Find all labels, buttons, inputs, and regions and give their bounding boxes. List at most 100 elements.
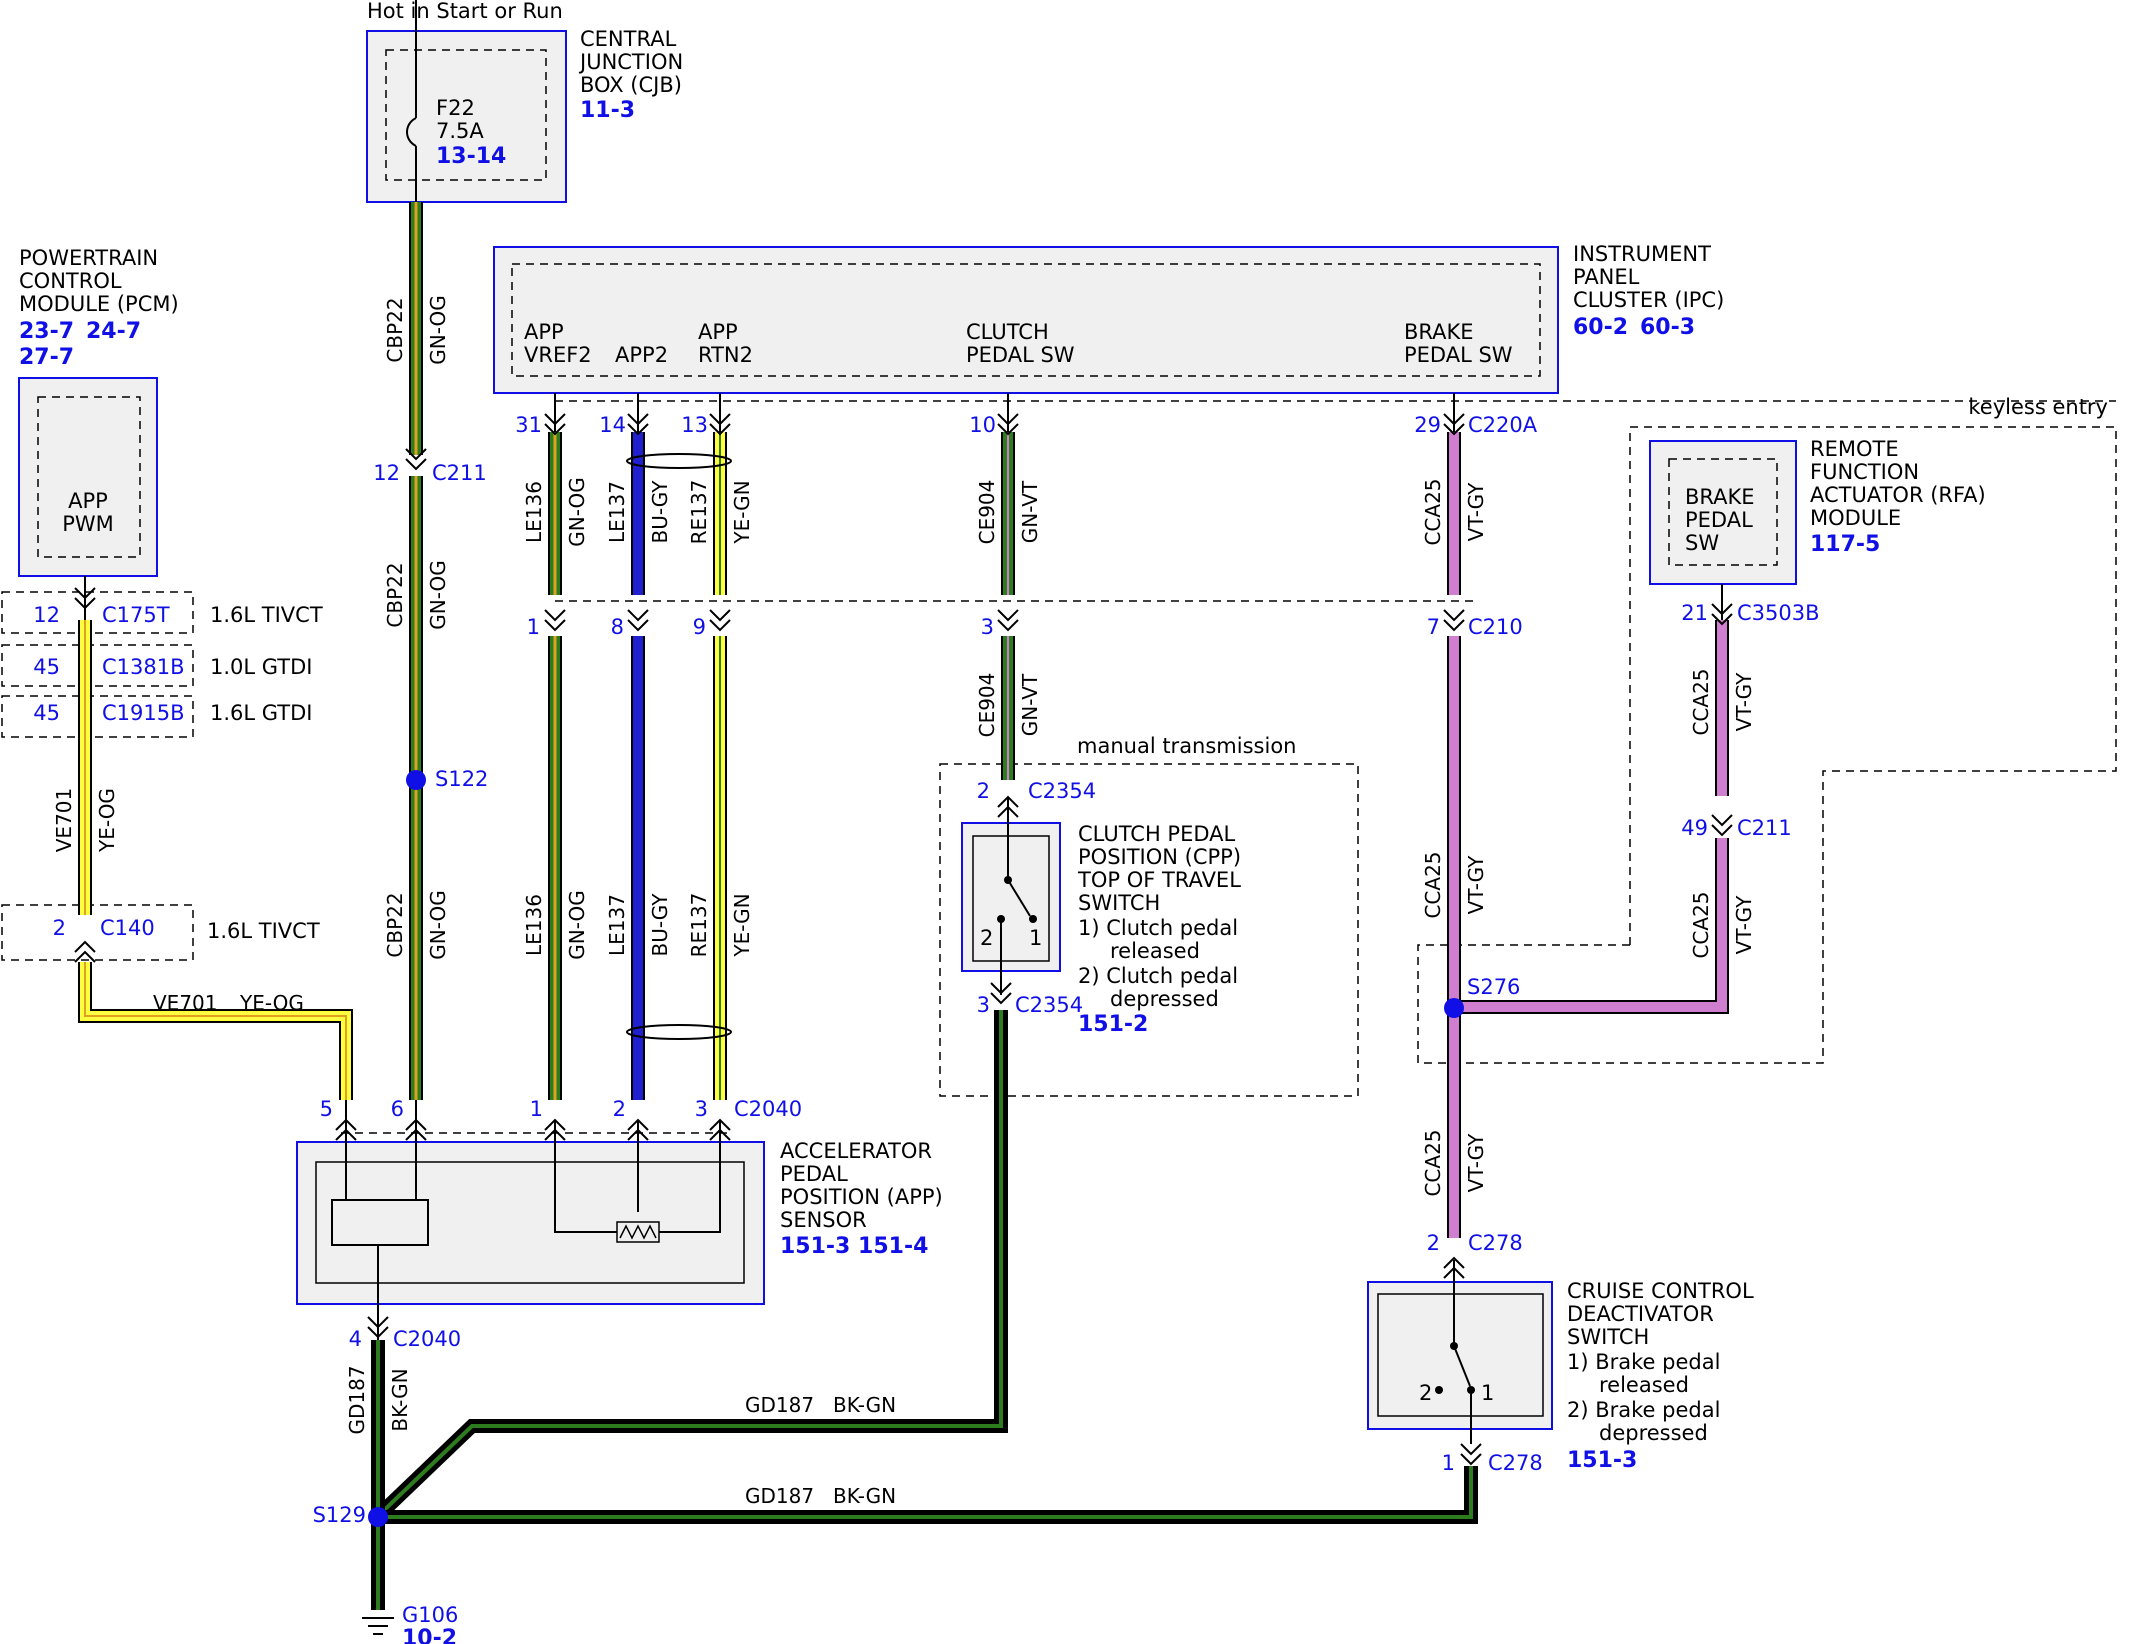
pcm-name-line-1: POWERTRAIN <box>19 246 158 270</box>
ground-name: G106 <box>402 1603 458 1627</box>
connector-c1381b: C1381B <box>102 655 185 679</box>
cpp-state-1: 1) Clutch pedal <box>1078 916 1238 940</box>
wire-gd187-color-v: BK-GN <box>388 1368 412 1431</box>
app-name-line-2: PEDAL <box>780 1162 848 1186</box>
app-ref[interactable]: 151-3 151-4 <box>780 1234 928 1259</box>
splice-s129-dot <box>368 1507 388 1527</box>
cpp-state-2-detail: depressed <box>1110 987 1219 1011</box>
wire-cca25-color-2: VT-GY <box>1464 855 1488 915</box>
pin-3-c2354: 3 <box>977 993 990 1017</box>
wire-cca25-color-3: VT-GY <box>1464 1133 1488 1193</box>
cjb-name-line-3: BOX (CJB) <box>580 73 682 97</box>
wire-cbp22-label-2: CBP22 <box>383 562 407 627</box>
rfa-name-line-3: ACTUATOR (RFA) <box>1810 483 1986 507</box>
variant-c1915b: 1.6L GTDI <box>210 701 313 725</box>
pcm-ref-3[interactable]: 27-7 <box>19 345 74 370</box>
pcm-ref-2[interactable]: 24-7 <box>86 319 141 344</box>
wire-cbp22-label-1: CBP22 <box>383 297 407 362</box>
fuse-icon <box>406 117 417 147</box>
pin-1-c278: 1 <box>1442 1451 1455 1475</box>
wire-ce904-label-2: CE904 <box>975 673 999 738</box>
wire-cbp22-color-2: GN-OG <box>426 560 450 629</box>
app-sensor-module <box>296 1120 765 1305</box>
cjb-name-line-1: CENTRAL <box>580 27 677 51</box>
variant-c175t: 1.6L TIVCT <box>210 603 323 627</box>
rfa-signal-line-3: SW <box>1685 531 1719 555</box>
cpp-name-line-1: CLUTCH PEDAL <box>1078 822 1236 846</box>
wire-ve701-h-label: VE701 <box>153 991 218 1015</box>
ipc-signal-vref2-line-2: VREF2 <box>524 343 592 367</box>
wire-ce904-label-1: CE904 <box>975 480 999 545</box>
wire-cca25-label-2: CCA25 <box>1421 851 1445 918</box>
dashed-frames <box>1 400 2117 1134</box>
cruise-state-1: 1) Brake pedal <box>1567 1350 1720 1374</box>
rfa-ref[interactable]: 117-5 <box>1810 532 1880 557</box>
ipc-name-line-3: CLUSTER (IPC) <box>1573 288 1724 312</box>
wire-cca25-label-1: CCA25 <box>1421 478 1445 545</box>
wire-cbp22-color-1: GN-OG <box>426 295 450 364</box>
ipc-ref-2[interactable]: 60-3 <box>1640 315 1695 340</box>
wire-cca25-label-5: CCA25 <box>1689 891 1713 958</box>
cpp-ref[interactable]: 151-2 <box>1078 1012 1148 1037</box>
cpp-name-line-3: TOP OF TRAVEL <box>1077 868 1241 892</box>
cruise-name-line-1: CRUISE CONTROL <box>1567 1279 1754 1303</box>
pin-2-c140: 2 <box>53 916 66 940</box>
wire-le137-label-2: LE137 <box>605 894 629 956</box>
power-note: Hot in Start or Run <box>367 0 563 23</box>
cpp-contact-2: 2 <box>980 926 993 950</box>
ipc-ref-1[interactable]: 60-2 <box>1573 315 1628 340</box>
cruise-state-1-detail: released <box>1599 1373 1689 1397</box>
connector-c211: C211 <box>432 461 487 485</box>
ipc-signal-clutch-line-2: PEDAL SW <box>966 343 1075 367</box>
ipc-name-line-2: PANEL <box>1573 265 1640 289</box>
connector-c1915b: C1915B <box>102 701 185 725</box>
pin-2-c278: 2 <box>1427 1231 1440 1255</box>
wire-le136-color-1: GN-OG <box>565 477 589 546</box>
splice-s276: S276 <box>1467 975 1520 999</box>
cjb-name-line-2: JUNCTION <box>578 50 683 74</box>
ipc-signal-app2: APP2 <box>615 343 668 367</box>
connector-c2354-out: C2354 <box>1015 993 1083 1017</box>
wire-cbp22-label-3: CBP22 <box>383 892 407 957</box>
pin-13: 13 <box>681 413 708 437</box>
pcm-name-line-2: CONTROL <box>19 269 122 293</box>
wire-ce904-color-2: GN-VT <box>1018 673 1042 736</box>
connector-c278-out: C278 <box>1488 1451 1543 1475</box>
connector-c175t: C175T <box>102 603 170 627</box>
cruise-ref[interactable]: 151-3 <box>1567 1448 1637 1473</box>
connector-c278-in: C278 <box>1468 1231 1523 1255</box>
pin-9-c210: 9 <box>693 615 706 639</box>
cjb-ref[interactable]: 11-3 <box>580 98 635 123</box>
rfa-name-line-1: REMOTE <box>1810 437 1899 461</box>
pin-1-app: 1 <box>530 1097 543 1121</box>
wire-cca25-color-1: VT-GY <box>1464 482 1488 542</box>
manual-transmission-note: manual transmission <box>1077 734 1296 758</box>
splice-s122: S122 <box>435 767 488 791</box>
wire-gd187-color-h2: BK-GN <box>833 1484 896 1508</box>
connector-c220a: C220A <box>1468 413 1538 437</box>
connector-c210: C210 <box>1468 615 1523 639</box>
wire-ve701-color: YE-OG <box>95 788 119 853</box>
pin-49-c211: 49 <box>1681 816 1708 840</box>
wire-le137-color-2: BU-GY <box>648 893 672 957</box>
ipc-signal-brake-line-1: BRAKE <box>1404 320 1474 344</box>
ground-ref[interactable]: 10-2 <box>402 1626 457 1644</box>
pin-1-c210: 1 <box>527 615 540 639</box>
cpp-name-line-4: SWITCH <box>1078 891 1160 915</box>
app-name-line-1: ACCELERATOR <box>780 1139 932 1163</box>
pcm-ref-1[interactable]: 23-7 <box>19 319 74 344</box>
wire-gd187-color-h1: BK-GN <box>833 1393 896 1417</box>
cruise-state-2: 2) Brake pedal <box>1567 1398 1720 1422</box>
wire-ve701-h-color: YE-OG <box>239 991 304 1015</box>
cpp-contact-1: 1 <box>1029 926 1042 950</box>
pin-45-c1915b: 45 <box>33 701 60 725</box>
fuse-ref[interactable]: 13-14 <box>436 144 506 169</box>
pin-45-c1381b: 45 <box>33 655 60 679</box>
connector-c2040-bottom: C2040 <box>393 1327 461 1351</box>
rfa-signal-line-1: BRAKE <box>1685 485 1755 509</box>
splice-s276-dot <box>1444 998 1464 1018</box>
pin-6-app: 6 <box>391 1097 404 1121</box>
connector-c2040: C2040 <box>734 1097 802 1121</box>
potentiometer-icon <box>619 1224 657 1240</box>
connector-c140: C140 <box>100 916 155 940</box>
